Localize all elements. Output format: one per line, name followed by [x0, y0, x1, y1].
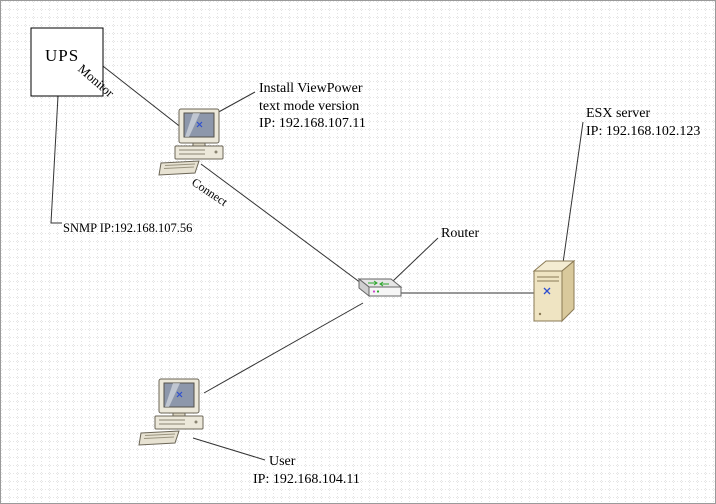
esx-server-icon: [533, 260, 575, 322]
edge-pc-to-router: [200, 163, 370, 290]
callout-line-viewpower: [214, 91, 256, 115]
viewpower-label-line1: Install ViewPower: [259, 81, 363, 96]
router-icon: [358, 278, 402, 297]
edge-ups-to-snmp: [50, 95, 62, 224]
viewpower-label-line2: text mode version: [259, 98, 360, 114]
user-label: User: [269, 454, 296, 469]
ups-box: [30, 27, 104, 97]
callout-line-router: [392, 237, 439, 282]
esx-label-line2: IP: 192.168.102.123: [586, 123, 701, 139]
edge-router-to-user: [203, 302, 364, 394]
viewpower-pc-label: Install ViewPower text mode version IP: …: [259, 80, 366, 133]
callout-line-user: [192, 437, 266, 461]
callout-line-esx: [562, 121, 584, 264]
snmp-ip-label: SNMP IP:192.168.107.56: [63, 221, 193, 235]
router-label: Router: [441, 226, 480, 241]
edge-ups-to-pc: [98, 62, 188, 133]
esx-server-label: ESX server IP: 192.168.102.123: [586, 105, 700, 140]
user-ip-label: IP: 192.168.104.11: [253, 472, 360, 487]
ups-label: UPS: [45, 46, 80, 65]
viewpower-label-line3: IP: 192.168.107.11: [259, 116, 366, 131]
esx-label-line1: ESX server: [586, 106, 651, 121]
